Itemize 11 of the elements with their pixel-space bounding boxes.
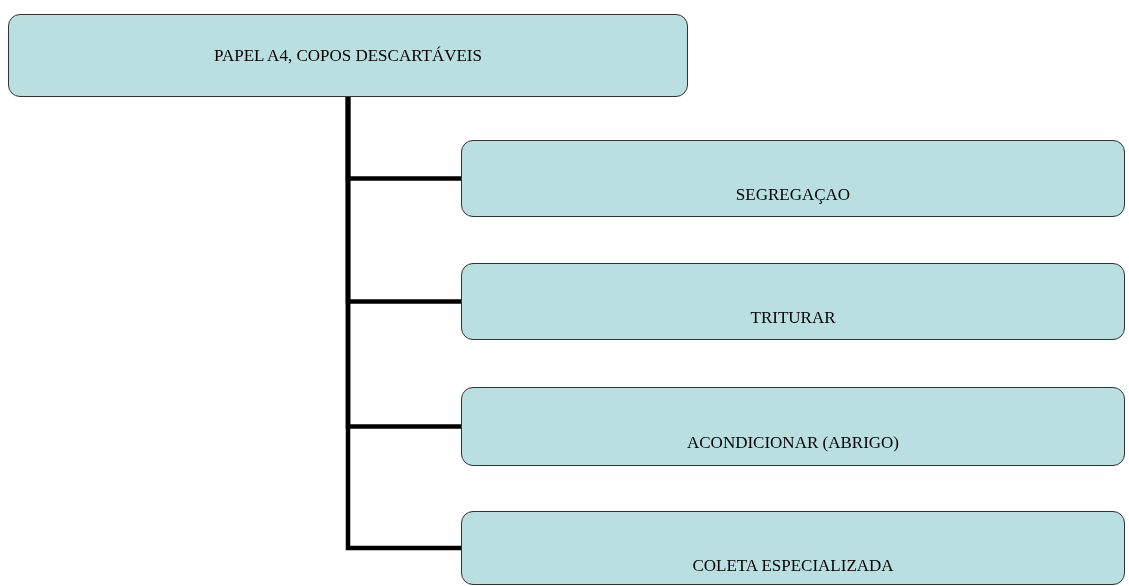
process-box <box>461 387 1125 466</box>
process-box <box>461 140 1125 217</box>
box-label: ACONDICIONAR (ABRIGO) <box>687 432 899 453</box>
box-label: TRITURAR <box>750 307 836 328</box>
process-box <box>461 511 1125 585</box>
connector-line <box>345 97 461 551</box>
box-label: SEGREGAÇAO <box>735 184 851 205</box>
process-box <box>8 14 688 97</box>
process-box <box>461 263 1125 340</box>
box-label: COLETA ESPECIALIZADA <box>692 556 894 576</box>
box-label: PAPEL A4, COPOS DESCARTÁVEIS <box>214 45 482 66</box>
